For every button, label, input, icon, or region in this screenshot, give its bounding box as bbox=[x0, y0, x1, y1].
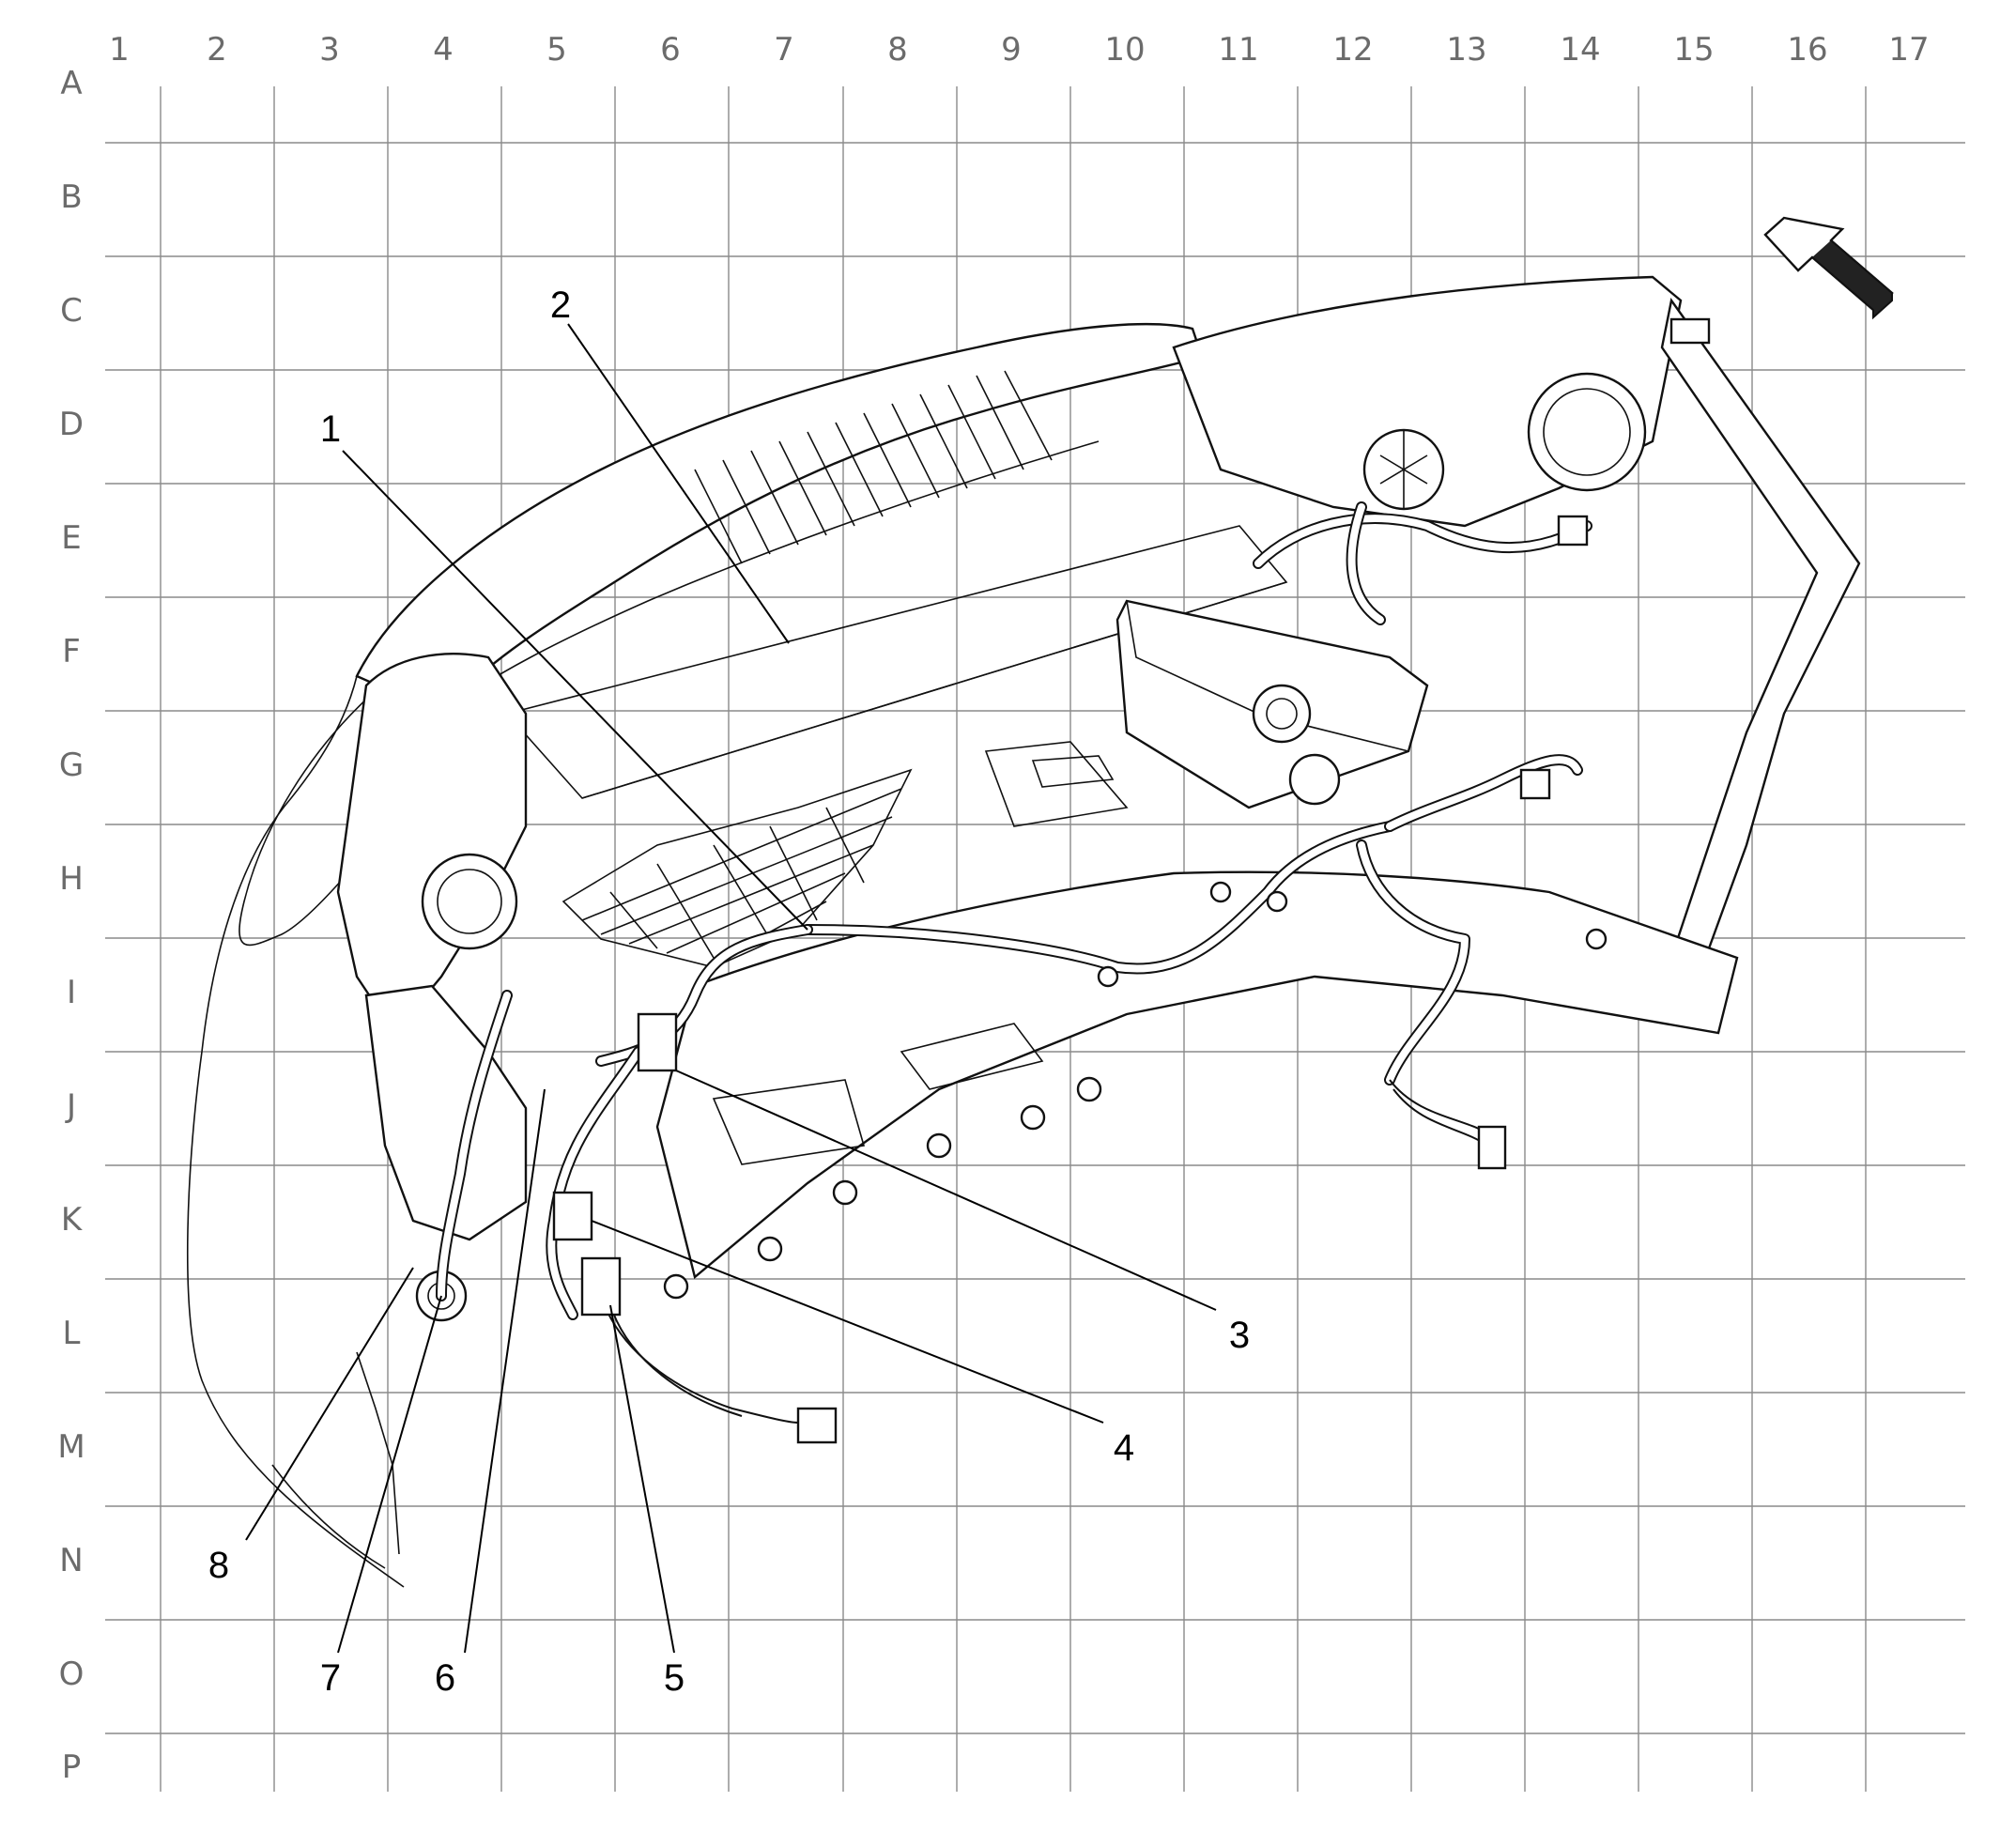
wiring-harness bbox=[436, 501, 1592, 1424]
row-label: K bbox=[61, 1201, 84, 1239]
left-headlamp-housing bbox=[336, 653, 528, 1036]
callout-1: 1 bbox=[320, 408, 341, 450]
leader-8 bbox=[245, 1267, 414, 1541]
column-label: 17 bbox=[1888, 31, 1929, 69]
leader-4 bbox=[591, 1220, 1104, 1424]
callout-4: 4 bbox=[1114, 1427, 1134, 1469]
bumper-fascia-outline bbox=[186, 675, 405, 1588]
column-label: 16 bbox=[1787, 31, 1827, 69]
row-label: A bbox=[60, 65, 82, 102]
connector-5 bbox=[580, 1256, 622, 1317]
leader-7 bbox=[337, 1295, 442, 1654]
column-label: 2 bbox=[207, 31, 227, 69]
row-label: I bbox=[67, 974, 76, 1011]
callout-leaders bbox=[245, 323, 1217, 1654]
column-label: 4 bbox=[433, 31, 454, 69]
connector-4 bbox=[552, 1191, 593, 1241]
row-label: F bbox=[62, 633, 81, 670]
row-label: L bbox=[63, 1315, 81, 1352]
column-label: 6 bbox=[660, 31, 681, 69]
column-label: 14 bbox=[1560, 31, 1600, 69]
row-label: E bbox=[61, 519, 81, 557]
column-label: 1 bbox=[109, 31, 130, 69]
row-label: O bbox=[59, 1656, 85, 1693]
column-label: 3 bbox=[319, 31, 340, 69]
column-label: 7 bbox=[774, 31, 794, 69]
grille-slats bbox=[694, 370, 1053, 564]
row-label: N bbox=[59, 1542, 83, 1579]
connector-rear-right bbox=[1477, 1125, 1507, 1170]
column-label: 5 bbox=[546, 31, 567, 69]
column-label: 8 bbox=[887, 31, 908, 69]
callout-7: 7 bbox=[320, 1657, 341, 1699]
callout-numbers: 1 2 3 4 5 6 7 8 bbox=[208, 285, 1250, 1699]
column-label: 9 bbox=[1001, 31, 1022, 69]
row-labels: A B C D E F G H I J K L M N O P bbox=[57, 65, 85, 1786]
column-label: 15 bbox=[1673, 31, 1714, 69]
lower-grille-mesh bbox=[562, 768, 913, 968]
connector-right-mid bbox=[1519, 768, 1551, 800]
leader-3 bbox=[675, 1070, 1217, 1311]
column-label: 11 bbox=[1218, 31, 1258, 69]
connector-3 bbox=[637, 1012, 678, 1072]
left-lamp-lens bbox=[421, 853, 518, 950]
callout-5: 5 bbox=[664, 1657, 685, 1699]
row-label: G bbox=[59, 747, 84, 784]
harness-clips bbox=[663, 881, 1608, 1300]
leader-6 bbox=[464, 1088, 546, 1654]
row-label: D bbox=[59, 406, 84, 443]
leader-1 bbox=[342, 450, 808, 931]
upper-radiator-support bbox=[355, 322, 1204, 716]
row-label: C bbox=[60, 292, 83, 330]
connector-right-upper bbox=[1557, 515, 1589, 547]
row-label: P bbox=[62, 1748, 82, 1786]
row-label: M bbox=[57, 1428, 85, 1466]
leader-2 bbox=[567, 323, 790, 644]
column-label: 13 bbox=[1446, 31, 1486, 69]
callout-2: 2 bbox=[550, 285, 571, 326]
row-label: H bbox=[59, 860, 84, 898]
right-headlamp-lens bbox=[1527, 372, 1647, 492]
column-label: 12 bbox=[1332, 31, 1373, 69]
forward-arrow-icon bbox=[1763, 216, 1894, 320]
column-label: 10 bbox=[1104, 31, 1145, 69]
connector-top bbox=[1669, 317, 1711, 345]
row-label: J bbox=[65, 1087, 76, 1125]
leader-5 bbox=[609, 1304, 675, 1654]
callout-6: 6 bbox=[435, 1657, 455, 1699]
callout-3: 3 bbox=[1229, 1315, 1250, 1356]
row-label: B bbox=[60, 178, 82, 216]
right-fascia-end bbox=[1660, 298, 1861, 969]
connectors bbox=[552, 317, 1711, 1444]
callout-8: 8 bbox=[208, 1545, 229, 1586]
connector-bottom bbox=[796, 1407, 838, 1444]
front-end-assembly bbox=[186, 275, 1861, 1588]
